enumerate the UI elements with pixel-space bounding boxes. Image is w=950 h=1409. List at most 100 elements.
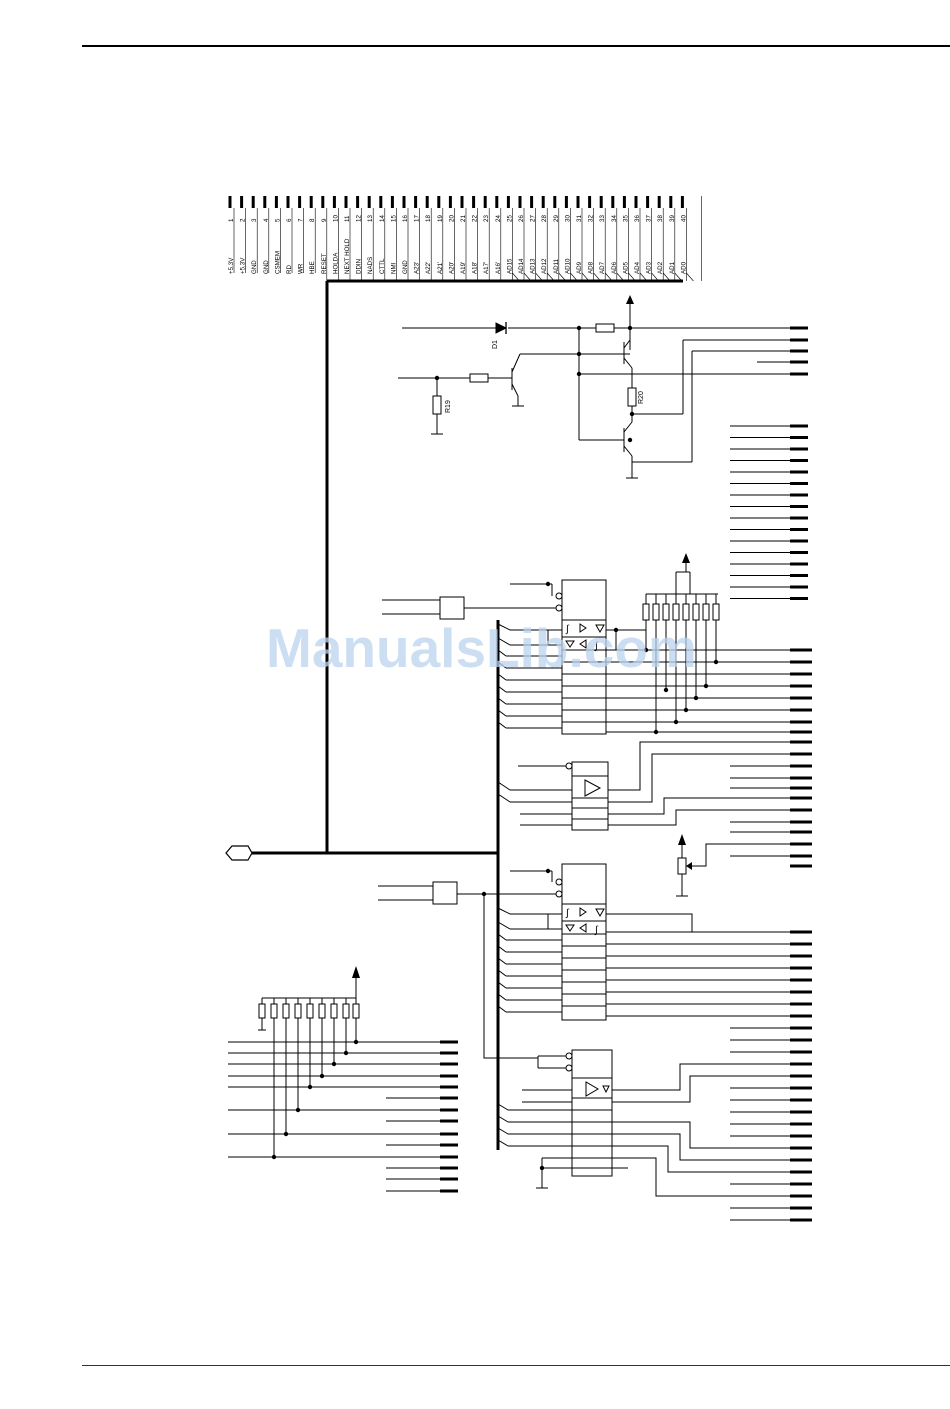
connector-pin-signal: AD13 bbox=[530, 258, 537, 274]
right-signal-stubs bbox=[606, 326, 812, 1222]
connector-pin-signal: +5.3V bbox=[240, 257, 247, 274]
connector-pin-number: 27 bbox=[530, 215, 537, 222]
connector-pin-signal: WR bbox=[298, 263, 305, 274]
connector-pin-number: 23 bbox=[483, 215, 490, 222]
connector-pin-signal: AD0 bbox=[680, 261, 687, 274]
connector-pin-number: 22 bbox=[472, 215, 479, 222]
connector-pin-number: 29 bbox=[553, 215, 560, 222]
connector-pin-signal: GND bbox=[251, 260, 258, 274]
connector-pin-number: 4 bbox=[263, 218, 270, 222]
connector-pin-number: 38 bbox=[657, 215, 664, 222]
watermark: ManualsLib.com bbox=[266, 617, 697, 679]
connector-pin-signal: NMI bbox=[390, 262, 397, 274]
supply-arrow-left bbox=[352, 966, 360, 978]
connector-pin-number: 20 bbox=[448, 215, 455, 222]
connector-pin-number: 25 bbox=[506, 215, 513, 222]
connector-pin-number: 16 bbox=[402, 215, 409, 222]
connector-pin-signal: A16' bbox=[495, 262, 502, 274]
logic-glyphs: ∫ ∫ ∫ ∫ bbox=[565, 623, 610, 1094]
header-rule bbox=[82, 45, 950, 47]
connector-pin-number: 17 bbox=[414, 215, 421, 222]
supply-arrow-top bbox=[626, 295, 634, 304]
connector-pin-number: 5 bbox=[274, 218, 281, 222]
connector-pin-number: 26 bbox=[518, 215, 525, 222]
diode-symbol bbox=[495, 322, 508, 334]
connector-pin-signal: +5.3V bbox=[228, 257, 235, 274]
connector-pin-number: 10 bbox=[332, 215, 339, 222]
svg-text:∫: ∫ bbox=[565, 624, 570, 635]
connector-pin-number: 11 bbox=[344, 215, 351, 222]
connector-pin-signal: AD11 bbox=[553, 258, 560, 274]
svg-text:∫: ∫ bbox=[594, 641, 599, 652]
connector-pin-number: 39 bbox=[669, 215, 676, 222]
generated-wiring bbox=[228, 594, 720, 1193]
connector-pin-signal: GND bbox=[402, 260, 409, 274]
connector-pin-signal: CTTL bbox=[379, 258, 386, 274]
connector-pin-number: 14 bbox=[379, 215, 386, 222]
connector-pin-signal: A17' bbox=[483, 262, 490, 274]
connector-pin-signal: A20' bbox=[448, 262, 455, 274]
connector-pin-signal: HOLDA bbox=[332, 252, 339, 274]
connector-pin-signal: AD7 bbox=[599, 261, 606, 274]
ic-block-1 bbox=[382, 579, 617, 735]
connector-pin-number: 13 bbox=[367, 215, 374, 222]
connector-pin-signal: AD1 bbox=[669, 261, 676, 274]
connector-pin-number: 18 bbox=[425, 215, 432, 222]
connector-pin-number: 33 bbox=[599, 215, 606, 222]
connector-pin-number: 1 bbox=[228, 218, 235, 222]
connector-pin-signal: RESET bbox=[321, 253, 328, 274]
connector-pin-signal: RD bbox=[286, 265, 293, 274]
connector-pin-signal: A22' bbox=[425, 262, 432, 274]
main-bus bbox=[248, 279, 683, 1150]
connector-pin-signal: AD4 bbox=[634, 261, 641, 274]
connector-pin-signal: A18' bbox=[472, 262, 479, 274]
connector-pin-number: 6 bbox=[286, 218, 293, 222]
label-d1: D1 bbox=[492, 340, 499, 349]
bus-terminal bbox=[225, 845, 253, 861]
connector-pin-header: 1+5.3V2+5.3V3GND4GND5CSMEM6RD7WR8HBE9RES… bbox=[228, 196, 702, 282]
connector-pin-signal: AD5 bbox=[622, 261, 629, 274]
connector-pin-number: 9 bbox=[321, 218, 328, 222]
connector-pin-signal: AD10 bbox=[564, 258, 571, 274]
connector-pin-number: 32 bbox=[588, 215, 595, 222]
connector-pin-signal: AD15 bbox=[506, 258, 513, 274]
connector-pin-signal: NADS bbox=[367, 257, 374, 274]
connector-pin-signal: HBE bbox=[309, 261, 316, 274]
connector-pin-number: 36 bbox=[634, 215, 641, 222]
junction-dots bbox=[271, 325, 719, 1171]
connector-pin-number: 19 bbox=[437, 215, 444, 222]
label-r20: R20 bbox=[638, 391, 645, 404]
ic-block-3 bbox=[378, 863, 790, 1059]
svg-text:∫: ∫ bbox=[565, 908, 570, 919]
connector-pin-signal: AD9 bbox=[576, 261, 583, 274]
connector-pin-number: 30 bbox=[564, 215, 571, 222]
connector-pin-signal: CSMEM bbox=[274, 251, 281, 274]
connector-pin-signal: AD8 bbox=[588, 261, 595, 274]
connector-pin-signal: AD12 bbox=[541, 258, 548, 274]
connector-pin-number: 40 bbox=[680, 215, 687, 222]
connector-pin-number: 31 bbox=[576, 215, 583, 222]
connector-pin-signal: A21' bbox=[437, 262, 444, 274]
connector-pin-number: 8 bbox=[309, 218, 316, 222]
ic-block-4 bbox=[522, 1049, 790, 1197]
connector-pin-signal: A23' bbox=[414, 262, 421, 274]
connector-pin-number: 7 bbox=[298, 218, 305, 222]
connector-pin-number: 12 bbox=[356, 215, 363, 222]
connector-pin-number: 3 bbox=[251, 218, 258, 222]
resistor-network-left bbox=[262, 978, 357, 999]
label-r19: R19 bbox=[445, 400, 452, 413]
connector-pin-signal: A19' bbox=[460, 262, 467, 274]
connector-pin-number: 28 bbox=[541, 215, 548, 222]
footer-rule bbox=[82, 1365, 950, 1366]
connector-pin-number: 35 bbox=[622, 215, 629, 222]
svg-text:∫: ∫ bbox=[594, 925, 599, 936]
connector-pin-signal: DDIN bbox=[356, 259, 363, 274]
connector-pin-number: 37 bbox=[646, 215, 653, 222]
connector-pin-signal: GND bbox=[263, 260, 270, 274]
pot-arrow bbox=[678, 834, 686, 845]
ic-block-2 bbox=[510, 741, 790, 831]
potentiometer bbox=[676, 843, 790, 897]
supply-section bbox=[398, 304, 790, 479]
connector-pin-number: 15 bbox=[390, 215, 397, 222]
